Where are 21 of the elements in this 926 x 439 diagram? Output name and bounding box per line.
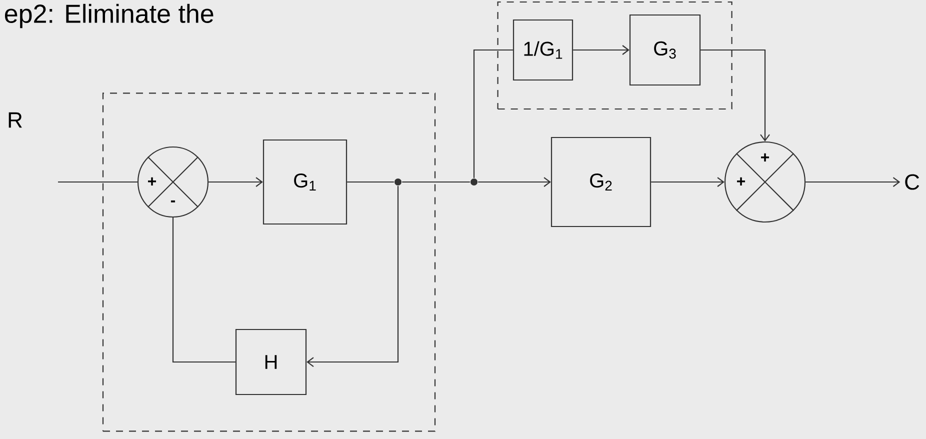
signal-label: R — [8, 112, 22, 128]
summing-junction: + + — [724, 141, 806, 223]
block: 1/G$_{1}$ — [512, 19, 574, 81]
junction-dot — [394, 178, 402, 186]
summing-junction: + - — [137, 146, 209, 218]
arrow — [700, 49, 770, 142]
dashed-box — [497, 1, 732, 110]
arrow — [306, 186, 399, 367]
arrow — [478, 177, 551, 187]
block: G$_{2}$ — [550, 136, 652, 228]
junction-dot — [470, 178, 478, 186]
arrow — [651, 177, 724, 187]
title: ep2: Eliminate the — [4, 4, 214, 28]
arrow — [573, 45, 630, 55]
block: G$_{1}$ — [262, 139, 348, 225]
block: H — [235, 328, 307, 396]
arrow — [208, 177, 263, 187]
dashed-box — [102, 92, 436, 432]
signal-label: C — [905, 174, 920, 190]
block: G$_{3}$ — [629, 14, 701, 86]
arrow — [806, 177, 900, 187]
